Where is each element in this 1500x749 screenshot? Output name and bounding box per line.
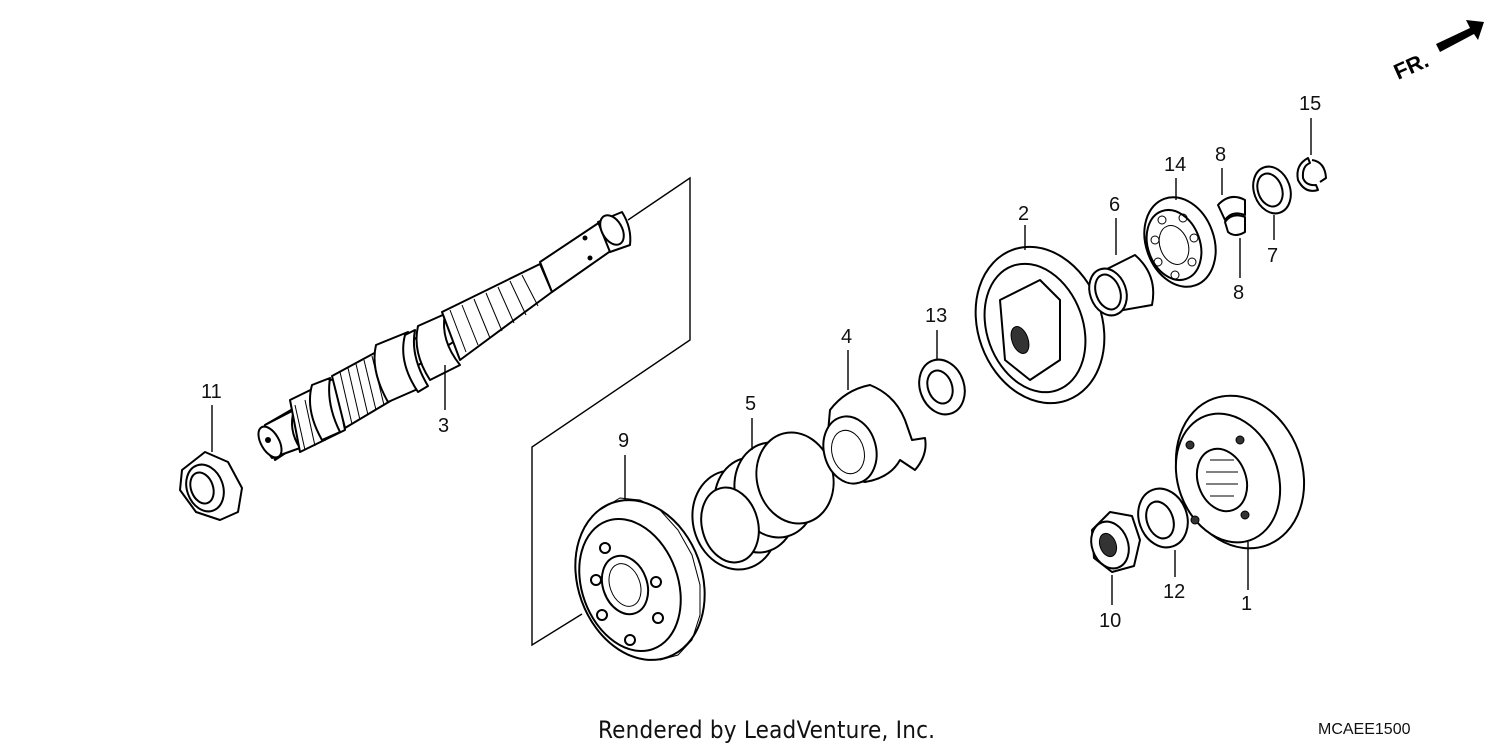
callout-14: 14 — [1164, 154, 1186, 176]
callout-2: 2 — [1018, 203, 1029, 225]
callout-12: 12 — [1163, 581, 1185, 603]
nut-11[interactable] — [179, 451, 243, 521]
assembly-bracket — [531, 176, 691, 647]
callouts: 1 2 3 4 5 6 7 8 8 9 10 11 12 13 14 15 — [201, 93, 1321, 632]
front-direction-marker: FR. — [1390, 20, 1484, 85]
split-collar-8[interactable] — [1217, 195, 1246, 236]
callout-6: 6 — [1109, 194, 1120, 216]
front-arrow-icon — [1436, 20, 1484, 52]
shaft-3[interactable] — [254, 211, 632, 461]
callout-3: 3 — [438, 415, 449, 437]
callout-13: 13 — [925, 305, 947, 327]
gear-9[interactable] — [554, 482, 727, 679]
front-label: FR. — [1390, 47, 1433, 84]
footer-credit: Rendered by LeadVenture, Inc. — [598, 716, 936, 744]
callout-7: 7 — [1267, 245, 1278, 267]
flange-nut-10[interactable] — [1085, 511, 1141, 574]
washer-12[interactable] — [1130, 482, 1196, 555]
circlip-15[interactable] — [1296, 157, 1327, 192]
bearing-14[interactable] — [1132, 187, 1227, 297]
callout-5: 5 — [745, 393, 756, 415]
leader-lines — [211, 118, 1312, 605]
washer-13[interactable] — [912, 353, 972, 421]
callout-4: 4 — [841, 326, 852, 348]
cam-4[interactable] — [816, 384, 927, 490]
callout-15: 15 — [1299, 93, 1321, 115]
callout-1: 1 — [1241, 593, 1252, 615]
diagram-code: MCAEE1500 — [1318, 721, 1411, 738]
gear-1[interactable] — [1155, 377, 1325, 566]
callout-8a: 8 — [1215, 144, 1226, 166]
callout-8b: 8 — [1233, 282, 1244, 304]
callout-10: 10 — [1099, 610, 1121, 632]
ring-7[interactable] — [1247, 161, 1297, 218]
spring-5[interactable] — [681, 424, 843, 579]
callout-11: 11 — [201, 381, 222, 403]
collar-6[interactable] — [1083, 254, 1155, 321]
callout-9: 9 — [618, 430, 629, 452]
gear-2[interactable] — [954, 229, 1125, 422]
